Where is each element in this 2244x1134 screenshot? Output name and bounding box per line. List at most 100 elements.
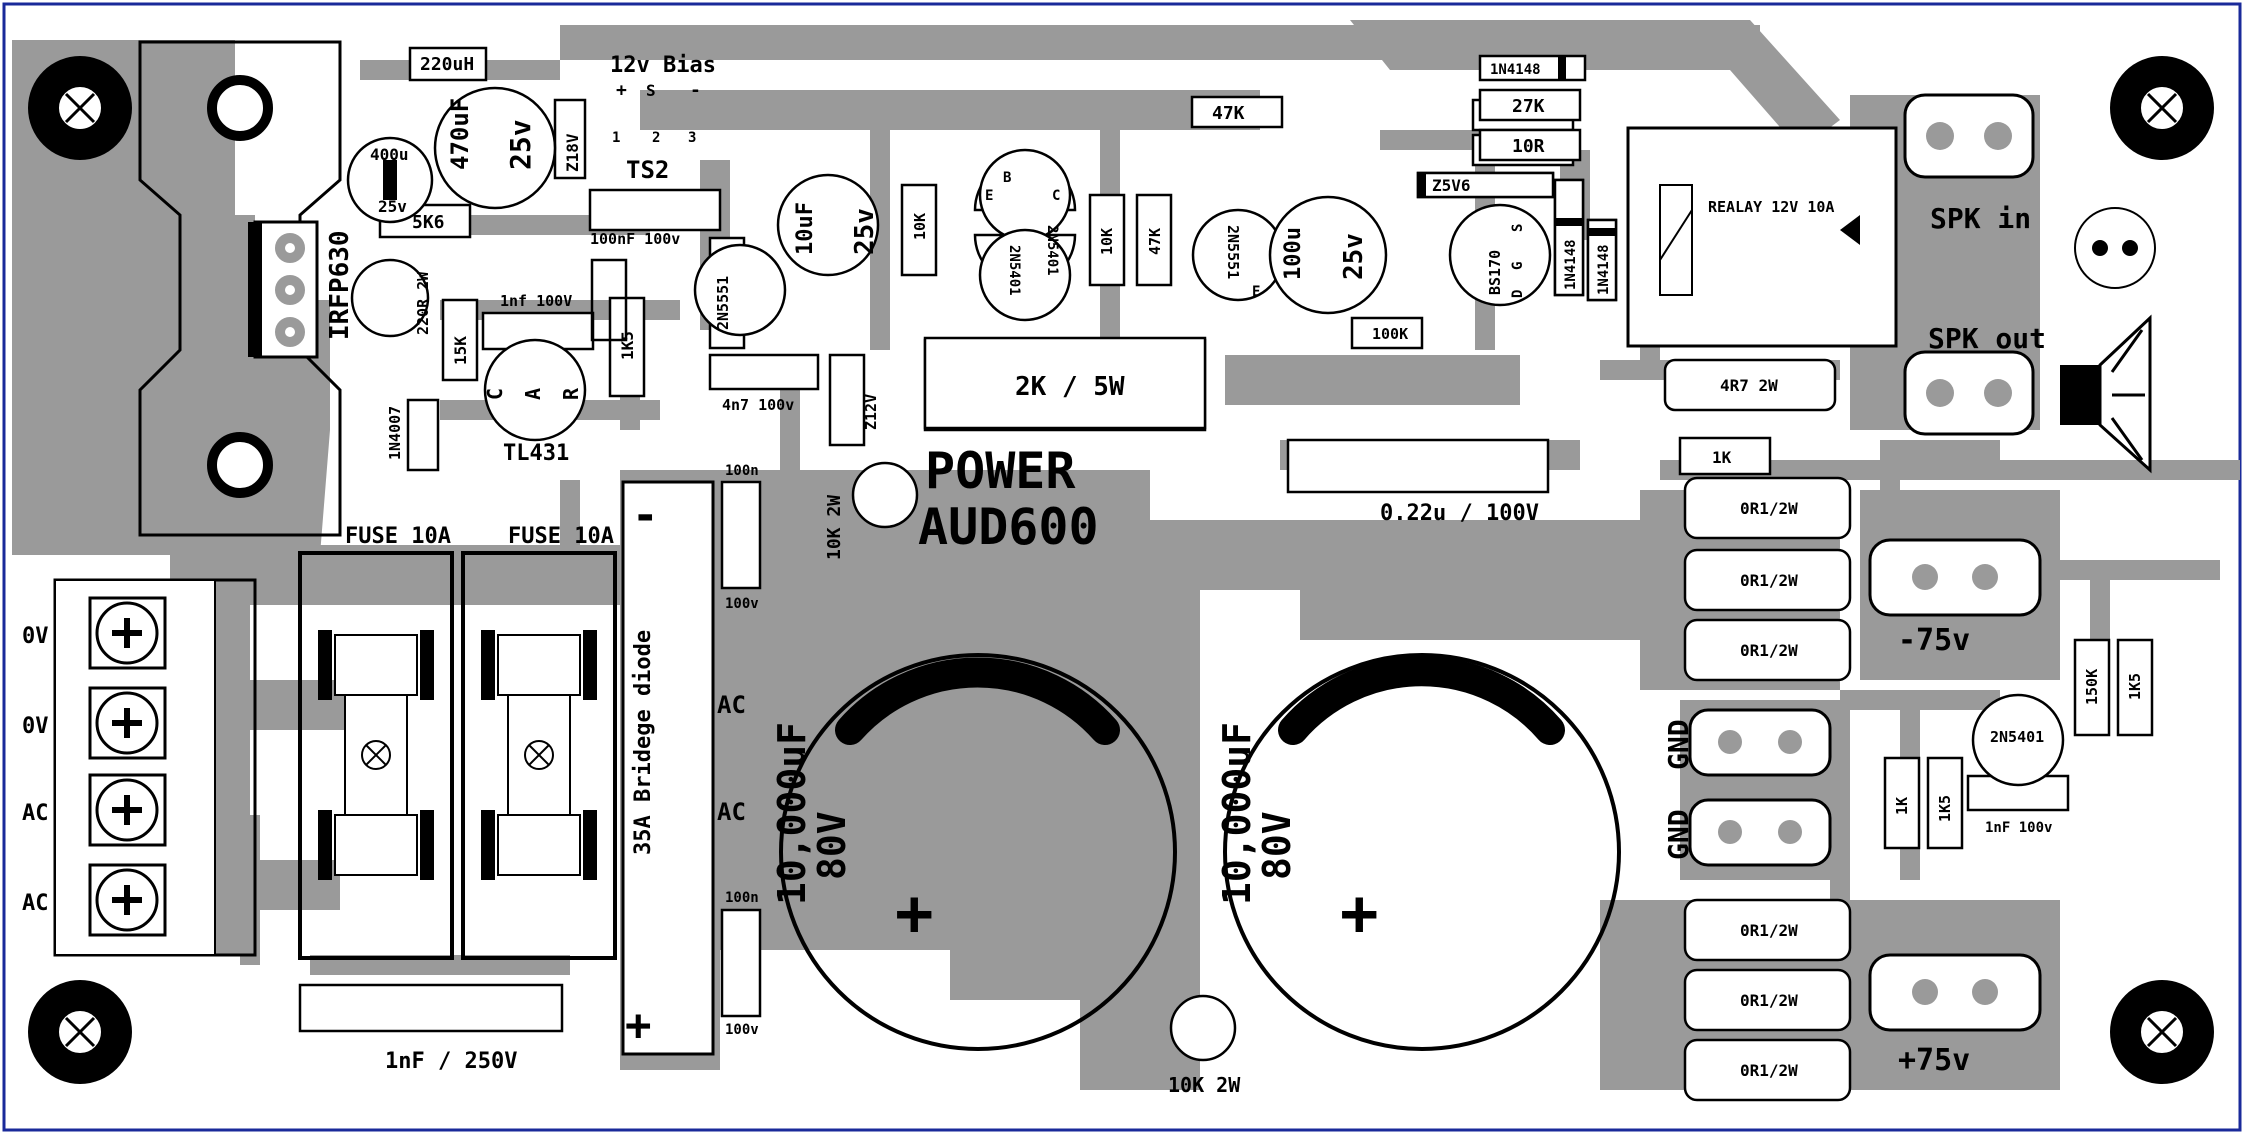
bridge-diode bbox=[621, 480, 715, 1056]
r15k-label: 15K bbox=[451, 336, 470, 365]
z5v6-label: Z5V6 bbox=[1432, 176, 1471, 195]
r4r7-label: 4R7 2W bbox=[1720, 376, 1778, 395]
z18v-label: Z18V bbox=[563, 133, 582, 172]
top-right-parts bbox=[1478, 54, 1587, 162]
r5k6-label: 5K6 bbox=[412, 212, 445, 233]
power-res-2k5w bbox=[923, 336, 1207, 430]
tl-pin-r: R bbox=[559, 387, 583, 400]
q-pin-c: C bbox=[1052, 188, 1060, 204]
r1ka-label: 1K bbox=[1712, 448, 1732, 467]
bias-pin-2: S bbox=[646, 81, 656, 100]
res-10k2w-b bbox=[1169, 994, 1237, 1062]
term-label-ac-a: AC bbox=[22, 801, 49, 826]
q-pin-e: E bbox=[985, 188, 993, 204]
r01-e: 0R1/2W bbox=[1740, 991, 1798, 1010]
q2n5551b-label: 2N5551 bbox=[1224, 225, 1242, 279]
c10uf-label: 10uF bbox=[793, 202, 818, 255]
fuse1-label: FUSE 10A bbox=[345, 524, 451, 549]
tl-pin-c: C bbox=[483, 388, 507, 400]
irfp630-label: IRFP630 bbox=[325, 230, 355, 340]
c1nf250-label: 1nF / 250V bbox=[385, 1049, 517, 1074]
bridge-minus: - bbox=[632, 490, 659, 541]
bias-num-2: 2 bbox=[652, 130, 660, 146]
cap-10uf bbox=[776, 173, 880, 277]
fuse-holders bbox=[298, 551, 617, 960]
c10uf-volt: 25v bbox=[850, 208, 880, 255]
mounting-holes bbox=[28, 56, 2214, 1084]
r1kb-label: 1K bbox=[1893, 797, 1911, 815]
ac2-label: AC bbox=[717, 798, 746, 826]
ts2-label: TS2 bbox=[626, 156, 669, 184]
cap-1nf-250v bbox=[298, 983, 564, 1033]
gnd2-label: GND bbox=[1662, 809, 1695, 860]
cap1-plus: + bbox=[895, 877, 934, 951]
r1k5a-label: 1K5 bbox=[618, 331, 637, 360]
r220r-label: 220R 2W bbox=[414, 271, 432, 335]
l220uh-label: 220uH bbox=[420, 54, 474, 75]
c100n-top-label: 100n bbox=[725, 463, 759, 479]
bias-num-3: 3 bbox=[688, 130, 696, 146]
q2n5401b-label: 2N5401 bbox=[1006, 245, 1022, 296]
r01-f: 0R1/2W bbox=[1740, 1061, 1798, 1080]
term-label-ac-b: AC bbox=[22, 891, 49, 916]
r10r-label: 10R bbox=[1512, 136, 1545, 157]
top-left-parts bbox=[378, 46, 722, 472]
cap1-value: 10,000uF bbox=[770, 722, 814, 905]
r10kb-label: 10K bbox=[1098, 228, 1116, 255]
z12v-label: Z12V bbox=[862, 394, 880, 430]
c100n-bot-label: 100n bbox=[725, 890, 759, 906]
tl431-body bbox=[483, 338, 587, 442]
c4n7-label: 4n7 100v bbox=[722, 396, 794, 414]
d1n4007-label: 1N4007 bbox=[386, 406, 404, 460]
spk-connectors bbox=[1903, 93, 2156, 436]
d1n4148b-label: 1N4148 bbox=[1563, 239, 1579, 290]
r27k-label: 27K bbox=[1512, 96, 1545, 117]
d1n4148a-label: 1N4148 bbox=[1490, 62, 1541, 78]
bs-pin-d: D bbox=[1510, 290, 1526, 298]
res-4r7 bbox=[1663, 358, 1837, 412]
r01-a: 0R1/2W bbox=[1740, 499, 1798, 518]
res-220r-body bbox=[350, 258, 430, 338]
cap-100u bbox=[1268, 195, 1388, 315]
cap2-plus: + bbox=[1340, 877, 1379, 951]
cap2-value: 10,000uF bbox=[1215, 722, 1259, 905]
bridge-label: 35A Bridege diode bbox=[631, 630, 656, 855]
bridge-plus: + bbox=[625, 1000, 652, 1051]
bias-pin-3: - bbox=[690, 80, 701, 101]
plus75-label: +75v bbox=[1898, 1043, 1970, 1078]
mosfet-bs170 bbox=[1448, 203, 1552, 307]
d1n4148c-label: 1N4148 bbox=[1596, 244, 1612, 295]
spk-in-label: SPK in bbox=[1930, 202, 2031, 235]
cap1-volt: 80V bbox=[810, 811, 854, 880]
bias-label: 12v Bias bbox=[610, 53, 716, 78]
term-label-0v-b: 0V bbox=[22, 714, 49, 739]
r150k-label: 150K bbox=[2083, 669, 2101, 705]
rail-connectors bbox=[1868, 538, 2042, 1032]
c100v-top-label: 100v bbox=[725, 596, 759, 612]
bias-pin-1: + bbox=[616, 80, 627, 101]
q2n5401a-label: 2N5401 bbox=[1044, 225, 1060, 276]
speaker-icon bbox=[2060, 314, 2152, 474]
c470-label: 470uF bbox=[446, 98, 474, 170]
q-pin-b: B bbox=[1003, 170, 1011, 186]
c400u-label: 400u bbox=[370, 145, 409, 164]
r01-c: 0R1/2W bbox=[1740, 641, 1798, 660]
board-title: POWER bbox=[925, 442, 1076, 500]
gnd-connectors bbox=[1688, 708, 1832, 867]
lower-right-parts bbox=[1883, 638, 2154, 850]
res-1k-a bbox=[1678, 436, 1772, 476]
r100k-label: 100K bbox=[1372, 325, 1408, 343]
big-capacitors bbox=[779, 653, 1621, 1051]
cap2-volt: 80V bbox=[1255, 811, 1299, 880]
c100nf-label: 100nF 100v bbox=[590, 230, 680, 248]
c022-label: 0.22u / 100V bbox=[1380, 501, 1539, 526]
q-2n5401-c bbox=[1971, 693, 2065, 787]
c1nf-label: 1nf 100V bbox=[500, 292, 572, 310]
r10ka-label: 10K bbox=[911, 213, 929, 240]
fuse2-label: FUSE 10A bbox=[508, 524, 614, 549]
ac1-label: AC bbox=[717, 691, 746, 719]
c1nf100-label: 1nF 100v bbox=[1985, 820, 2052, 836]
